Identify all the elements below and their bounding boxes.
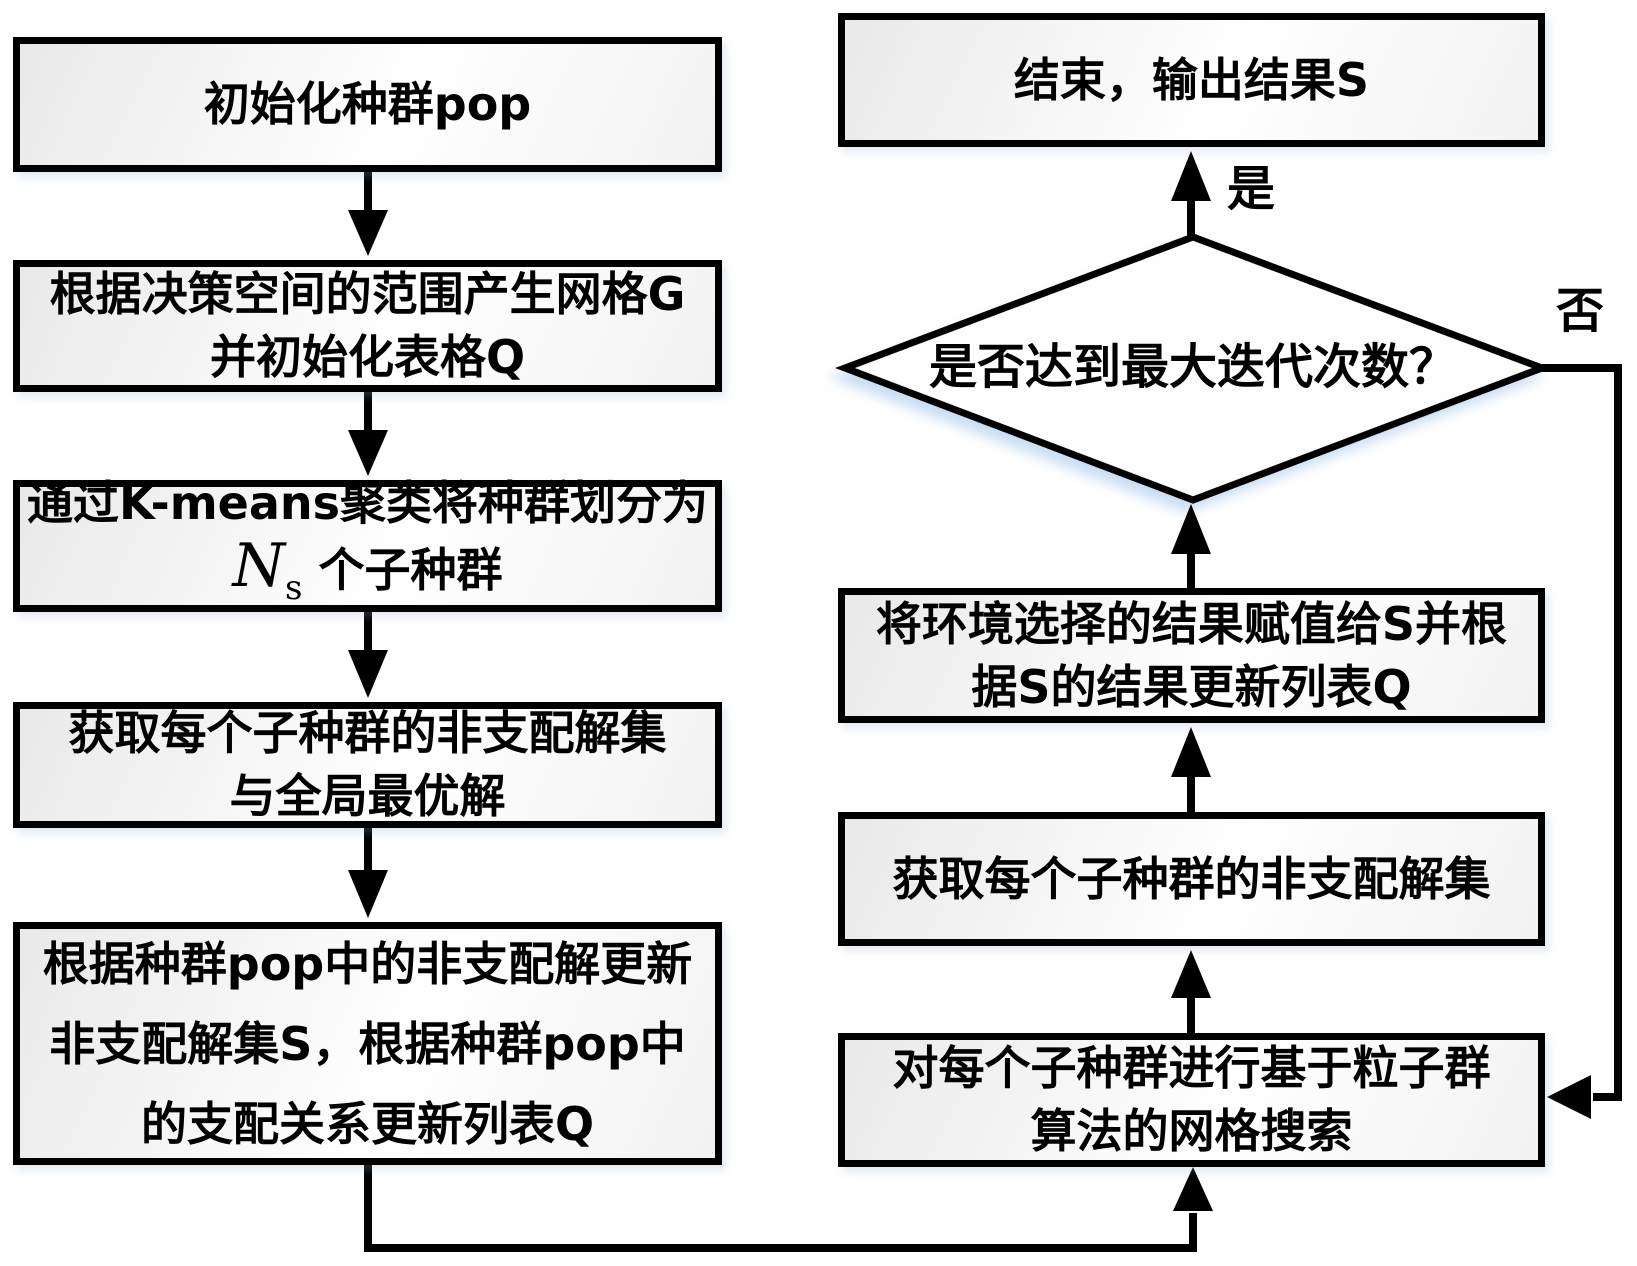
kmeans-cluster-box: 通过K-means聚类将种群划分为 Ns 个子种群	[13, 476, 722, 612]
ns-variable: Ns	[232, 531, 303, 609]
box-text-line: 获取每个子种群的非支配解集	[892, 851, 1491, 906]
box-text-line: 根据种群pop中的非支配解更新	[42, 936, 693, 991]
update-archive-box: 根据种群pop中的非支配解更新 非支配解集S，根据种群pop中 的支配关系更新列…	[13, 922, 722, 1165]
arrow-pso-to-ndright	[1171, 950, 1211, 1033]
box-text-line: 初始化种群pop	[203, 77, 532, 131]
arrow-ndleft-to-update	[348, 828, 388, 918]
arrow-kmeans-to-ndleft	[348, 612, 388, 698]
arrow-assign-to-decision	[1171, 504, 1211, 588]
box-text-line: 非支配解集S，根据种群pop中	[49, 1016, 686, 1071]
box-text-line: 并初始化表格Q	[209, 330, 526, 384]
subpop-nondominated-box: 获取每个子种群的非支配解集 与全局最优解	[13, 702, 722, 828]
branch-decision-no	[1542, 364, 1622, 1119]
box-text-line: 对每个子种群进行基于粒子群	[892, 1041, 1491, 1095]
box-text-line: 结束，输出结果S	[1013, 52, 1370, 107]
box-text-line: 的支配关系更新列表Q	[140, 1096, 595, 1151]
init-population-box: 初始化种群pop	[13, 37, 722, 172]
box-text-line: 通过K-means聚类将种群划分为	[26, 476, 709, 530]
box-text-line: 与全局最优解	[229, 769, 506, 823]
arrow-init-to-grid	[348, 172, 388, 256]
arrow-grid-to-kmeans	[348, 392, 388, 476]
arrow-decision-to-end-yes	[1171, 151, 1211, 237]
box-text-line: 将环境选择的结果赋值给S并根	[875, 596, 1508, 651]
loop-update-to-pso	[364, 1165, 1213, 1252]
arrow-ndright-to-assign	[1171, 727, 1211, 812]
box-text-line: 算法的网格搜索	[1030, 1104, 1353, 1158]
yes-label: 是	[1227, 161, 1276, 217]
decision-label: 是否达到最大迭代次数？	[928, 339, 1457, 395]
box-text-line: 获取每个子种群的非支配解集	[68, 706, 667, 760]
box-text-line: 据S的结果更新列表Q	[971, 659, 1412, 714]
assign-update-box: 将环境选择的结果赋值给S并根 据S的结果更新列表Q	[838, 588, 1545, 723]
nondominated-set-box: 获取每个子种群的非支配解集	[838, 812, 1545, 946]
end-output-box: 结束，输出结果S	[838, 13, 1545, 147]
box-text-suffix: 个子种群	[318, 543, 503, 597]
grid-init-box: 根据决策空间的范围产生网格G 并初始化表格Q	[13, 260, 722, 392]
no-label: 否	[1556, 283, 1605, 339]
box-text-line: 根据决策空间的范围产生网格G	[49, 267, 686, 321]
pso-grid-search-box: 对每个子种群进行基于粒子群 算法的网格搜索	[838, 1033, 1545, 1167]
